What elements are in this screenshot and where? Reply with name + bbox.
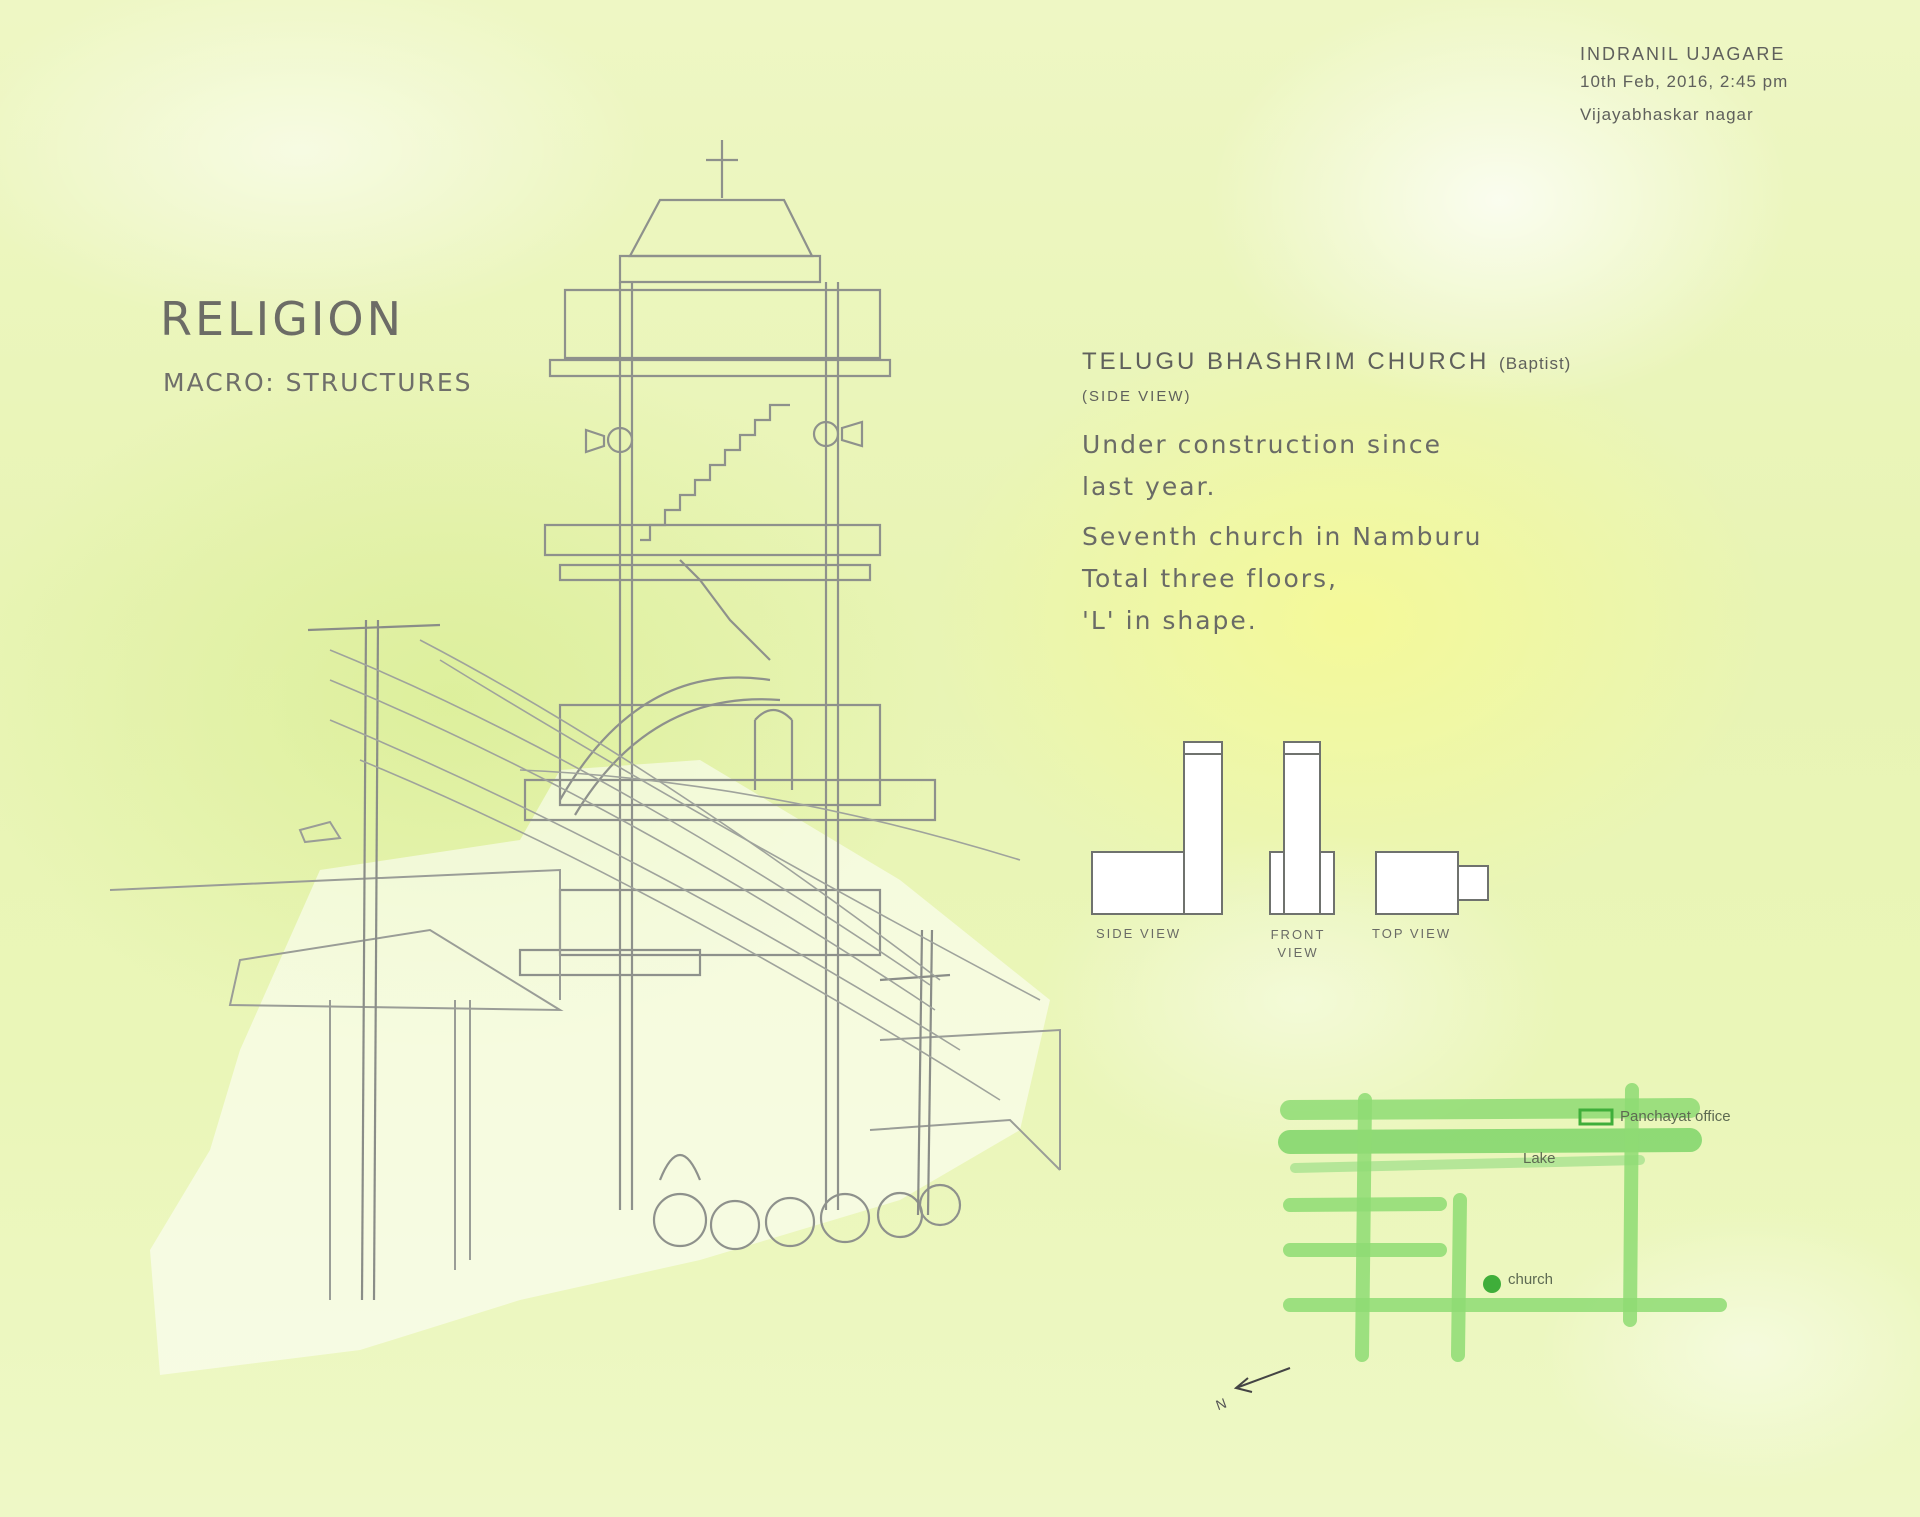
view-label: (SIDE VIEW) xyxy=(1082,388,1192,405)
page-subtitle: MACRO: STRUCTURES xyxy=(163,368,473,397)
church-location-marker xyxy=(1483,1275,1501,1293)
panchayat-office-marker xyxy=(1578,1108,1614,1126)
note-line: 'L' in shape. xyxy=(1082,606,1258,635)
map-road xyxy=(1623,1083,1639,1327)
church-name: TELUGU BHASHRIM CHURCH xyxy=(1082,348,1490,375)
top-view-caption: TOP VIEW xyxy=(1372,926,1452,941)
church-tower-sketch xyxy=(518,140,962,1251)
map-road xyxy=(1451,1193,1467,1362)
white-wash-area xyxy=(150,760,1050,1375)
church-denomination: (Baptist) xyxy=(1499,354,1572,373)
top-view-diagram xyxy=(1375,851,1489,915)
sketch-location: Vijayabhaskar nagar xyxy=(1580,105,1754,124)
location-map xyxy=(1278,1083,1727,1362)
map-label-panchayat: Panchayat office xyxy=(1620,1108,1731,1125)
church-heading: TELUGU BHASHRIM CHURCH (Baptist) xyxy=(1082,348,1571,376)
page-title: RELIGION xyxy=(160,292,405,346)
power-lines-sketch xyxy=(329,639,1041,1101)
map-road xyxy=(1355,1093,1372,1362)
map-label-church: church xyxy=(1508,1271,1554,1288)
note-line: last year. xyxy=(1082,472,1217,501)
note-line: Seventh church in Namburu xyxy=(1082,522,1483,551)
front-view-caption: FRONT VIEW xyxy=(1270,927,1326,960)
map-road xyxy=(1280,1098,1700,1120)
front-view-diagram xyxy=(1269,741,1335,915)
houses-sketch xyxy=(109,820,1061,1300)
author-name: INDRANIL UJAGARE xyxy=(1580,44,1786,64)
utility-poles-sketch xyxy=(307,619,951,1301)
sketch-date: 10th Feb, 2016, 2:45 pm xyxy=(1580,72,1789,91)
map-label-lake: Lake xyxy=(1523,1150,1556,1167)
map-road xyxy=(1290,1155,1645,1173)
note-line: Total three floors, xyxy=(1082,564,1339,593)
north-arrow xyxy=(1233,1367,1291,1393)
map-lake-strip xyxy=(1278,1128,1702,1154)
side-view-diagram xyxy=(1091,741,1223,915)
note-line: Under construction since xyxy=(1082,430,1442,459)
side-view-caption: SIDE VIEW xyxy=(1096,926,1182,941)
